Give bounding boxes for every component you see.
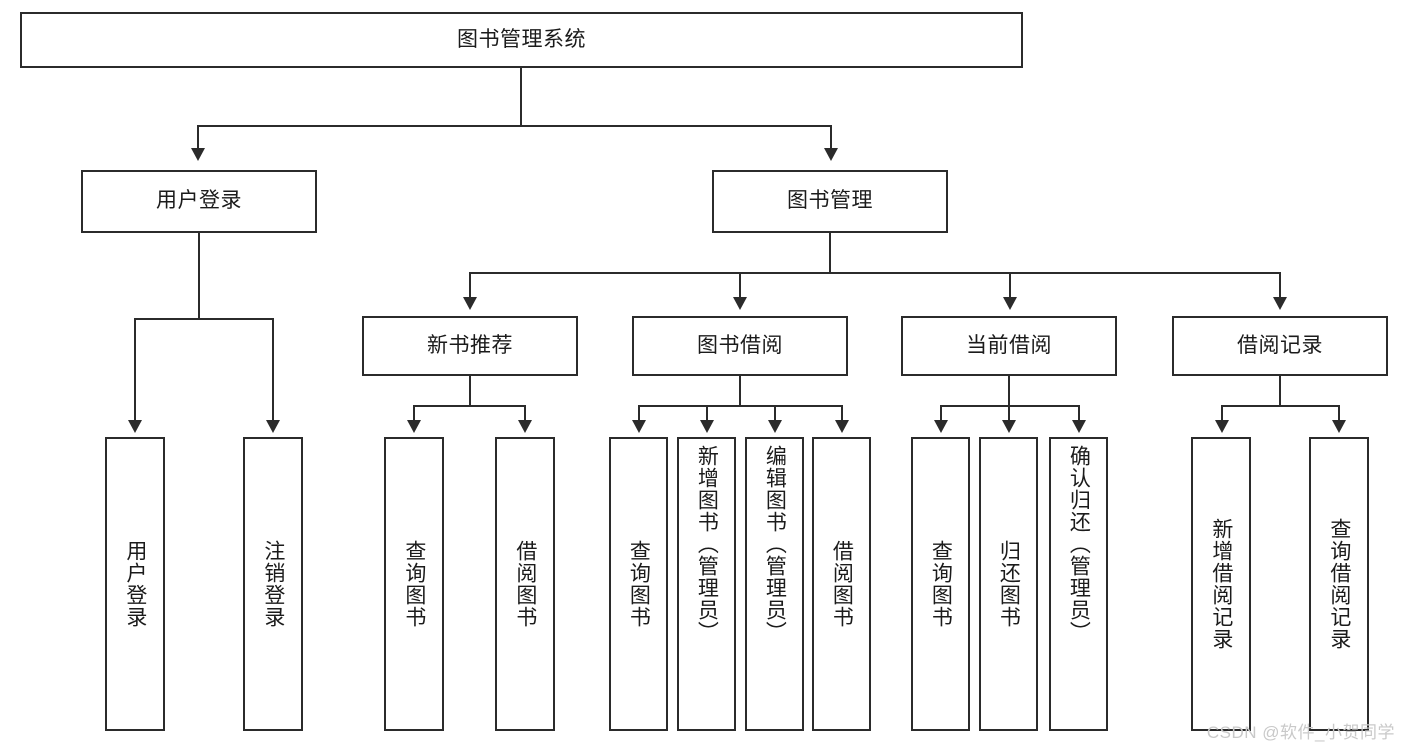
node-user-login[interactable]: 用户登录 [81,170,317,233]
csdn-watermark: CSDN @软件_小贺同学 [1206,723,1395,742]
node-label: 新书推荐 [427,333,513,357]
node-label: 借阅图书 [830,540,854,628]
node-label: 归还图书 [997,540,1021,628]
arrow-book-manage-to-l3-2 [733,297,747,310]
arrow-user-login-to-leaf-2 [266,420,280,433]
connector-root-to-book-manage [830,125,832,150]
connector-book-manage-to-l3-2 [739,272,741,299]
arrow-new-book-to-leaf-1 [407,420,421,433]
connector-root-stem [520,68,522,126]
node-label: 图书管理 [787,189,873,213]
node-label: 图书借阅 [697,333,783,357]
connector-current-borrow-to-leaf-1 [940,405,942,422]
node-label: 新增图书（管理员） [695,445,719,643]
node-label: 图书管理系统 [457,27,586,51]
arrow-current-borrow-to-leaf-2 [1002,420,1016,433]
leaf-borrow-book-newbook[interactable]: 借阅图书 [495,437,555,731]
node-label: 新增借阅记录 [1209,518,1233,650]
node-label: 查询借阅记录 [1327,518,1351,650]
arrow-borrow-record-to-leaf-1 [1215,420,1229,433]
arrow-book-manage-to-l3-4 [1273,297,1287,310]
leaf-query-book-current[interactable]: 查询图书 [911,437,970,731]
connector-book-manage-bus [469,272,1280,274]
connector-root-bus [197,125,832,127]
leaf-edit-book-admin[interactable]: 编辑图书（管理员） [745,437,804,731]
connector-current-borrow-bus [940,405,1080,407]
connector-book-manage-to-l3-4 [1279,272,1281,299]
node-current-borrow[interactable]: 当前借阅 [901,316,1117,376]
node-label: 编辑图书（管理员） [763,445,787,643]
arrow-root-to-user-login [191,148,205,161]
arrow-book-borrow-to-leaf-4 [835,420,849,433]
arrow-current-borrow-to-leaf-3 [1072,420,1086,433]
node-label: 用户登录 [123,540,147,628]
node-label: 借阅图书 [513,540,537,628]
connector-book-borrow-to-leaf-2 [706,405,708,422]
connector-root-to-user-login [197,125,199,150]
node-book-management[interactable]: 图书管理 [712,170,948,233]
connector-book-borrow-to-leaf-4 [841,405,843,422]
leaf-add-borrow-record[interactable]: 新增借阅记录 [1191,437,1251,731]
connector-borrow-record-stem [1279,376,1281,406]
leaf-query-book-newbook[interactable]: 查询图书 [384,437,444,731]
arrow-book-manage-to-l3-3 [1003,297,1017,310]
leaf-query-book-borrow[interactable]: 查询图书 [609,437,668,731]
arrow-new-book-to-leaf-2 [518,420,532,433]
leaf-borrow-book-borrow[interactable]: 借阅图书 [812,437,871,731]
leaf-return-book[interactable]: 归还图书 [979,437,1038,731]
arrow-current-borrow-to-leaf-1 [934,420,948,433]
connector-current-borrow-stem [1008,376,1010,406]
connector-current-borrow-to-leaf-3 [1078,405,1080,422]
node-label: 查询图书 [402,540,426,628]
node-label: 当前借阅 [966,333,1052,357]
node-label: 用户登录 [156,189,242,213]
node-label: 查询图书 [929,540,953,628]
connector-user-login-to-leaf-2 [272,318,274,422]
connector-new-book-bus [413,405,525,407]
node-root-system[interactable]: 图书管理系统 [20,12,1023,68]
node-label: 注销登录 [261,540,285,628]
connector-user-login-stem [198,233,200,319]
connector-new-book-to-leaf-2 [524,405,526,422]
arrow-book-borrow-to-leaf-3 [768,420,782,433]
leaf-confirm-return-admin[interactable]: 确认归还（管理员） [1049,437,1108,731]
connector-book-borrow-to-leaf-1 [638,405,640,422]
connector-user-login-to-leaf-1 [134,318,136,422]
connector-book-manage-to-l3-1 [469,272,471,299]
node-book-borrow[interactable]: 图书借阅 [632,316,848,376]
node-label: 借阅记录 [1237,333,1323,357]
connector-book-manage-to-l3-3 [1009,272,1011,299]
leaf-add-book-admin[interactable]: 新增图书（管理员） [677,437,736,731]
arrow-root-to-book-manage [824,148,838,161]
connector-book-manage-stem [829,233,831,273]
arrow-user-login-to-leaf-1 [128,420,142,433]
connector-current-borrow-to-leaf-2 [1008,405,1010,422]
arrow-borrow-record-to-leaf-2 [1332,420,1346,433]
arrow-book-borrow-to-leaf-1 [632,420,646,433]
arrow-book-manage-to-l3-1 [463,297,477,310]
connector-book-borrow-stem [739,376,741,406]
arrow-book-borrow-to-leaf-2 [700,420,714,433]
node-borrow-record[interactable]: 借阅记录 [1172,316,1388,376]
leaf-query-borrow-record[interactable]: 查询借阅记录 [1309,437,1369,731]
connector-borrow-record-to-leaf-2 [1338,405,1340,422]
connector-new-book-stem [469,376,471,406]
connector-book-borrow-to-leaf-3 [774,405,776,422]
connector-book-borrow-bus [638,405,842,407]
connector-new-book-to-leaf-1 [413,405,415,422]
connector-borrow-record-to-leaf-1 [1221,405,1223,422]
connector-borrow-record-bus [1221,405,1339,407]
leaf-user-login[interactable]: 用户登录 [105,437,165,731]
leaf-logout[interactable]: 注销登录 [243,437,303,731]
node-label: 查询图书 [627,540,651,628]
connector-user-login-bus [134,318,273,320]
node-label: 确认归还（管理员） [1067,445,1091,643]
node-new-book-recommend[interactable]: 新书推荐 [362,316,578,376]
